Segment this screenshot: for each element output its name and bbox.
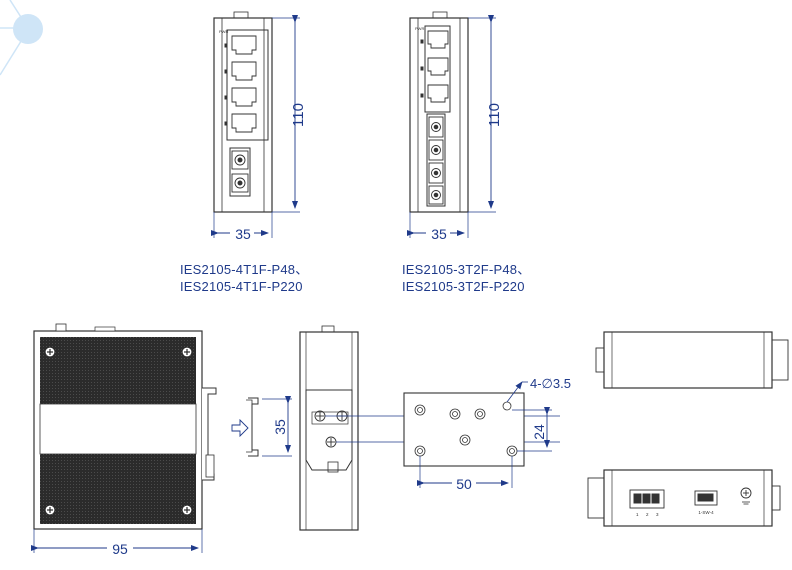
terminal-pin-2: 2 <box>646 512 649 517</box>
terminal-pin-3: 3 <box>656 512 659 517</box>
pwr-label-a: PWR <box>219 29 228 34</box>
dip-switch-icon <box>694 490 718 506</box>
mounting-hole-icon <box>414 401 518 457</box>
fiber-port-icon <box>426 113 446 207</box>
rj45-port-icon <box>231 35 257 133</box>
model-caption-3t2f: IES2105-3T2F-P48、 IES2105-3T2F-P220 <box>402 261 530 295</box>
dip-switch-label: 1-SW-4 <box>698 510 714 515</box>
corner-decoration <box>0 0 43 76</box>
front-b-height-label: 110 <box>486 103 503 127</box>
bottom-view <box>587 469 781 527</box>
model-caption-3t2f-line2: IES2105-3T2F-P220 <box>402 279 525 294</box>
rail-dimension <box>262 396 292 457</box>
side-width-label: 95 <box>112 541 128 557</box>
front-a-width-label: 35 <box>235 226 251 242</box>
model-caption-4t1f-line2: IES2105-4T1F-P220 <box>180 279 303 294</box>
terminal-block-icon <box>629 489 665 509</box>
terminal-pin-1: 1 <box>636 512 639 517</box>
fiber-port-icon <box>229 147 251 197</box>
front-view-4t1f: PWR <box>213 11 273 213</box>
front-b-width-label: 35 <box>431 226 447 242</box>
mounting-plate <box>403 392 525 467</box>
rail-height-label: 35 <box>272 419 288 435</box>
hole-v-spacing-label: 24 <box>531 424 547 440</box>
model-caption-3t2f-line1: IES2105-3T2F-P48、 <box>402 262 531 277</box>
direction-arrow-icon <box>231 418 249 438</box>
model-caption-4t1f: IES2105-4T1F-P48、 IES2105-4T1F-P220 <box>180 261 308 295</box>
side-view <box>33 323 217 530</box>
ground-screw-icon <box>740 487 752 505</box>
accent-circle-icon <box>13 14 43 44</box>
rj45-port-icon <box>427 30 449 103</box>
power-connector-icon <box>432 11 448 19</box>
top-view <box>595 331 789 389</box>
front-view-3t2f: PWR <box>409 11 469 213</box>
power-connector-icon <box>233 11 249 19</box>
model-caption-4t1f-line1: IES2105-4T1F-P48、 <box>180 262 309 277</box>
hole-h-spacing-label: 50 <box>456 476 472 492</box>
rear-view <box>299 325 359 531</box>
pwr-label-b: PWR <box>415 26 424 31</box>
hole-spec-label: 4-∅3.5 <box>530 376 571 391</box>
din-rail-profile <box>231 397 259 457</box>
front-a-height-label: 110 <box>290 103 307 127</box>
power-connector-icon <box>321 325 335 333</box>
